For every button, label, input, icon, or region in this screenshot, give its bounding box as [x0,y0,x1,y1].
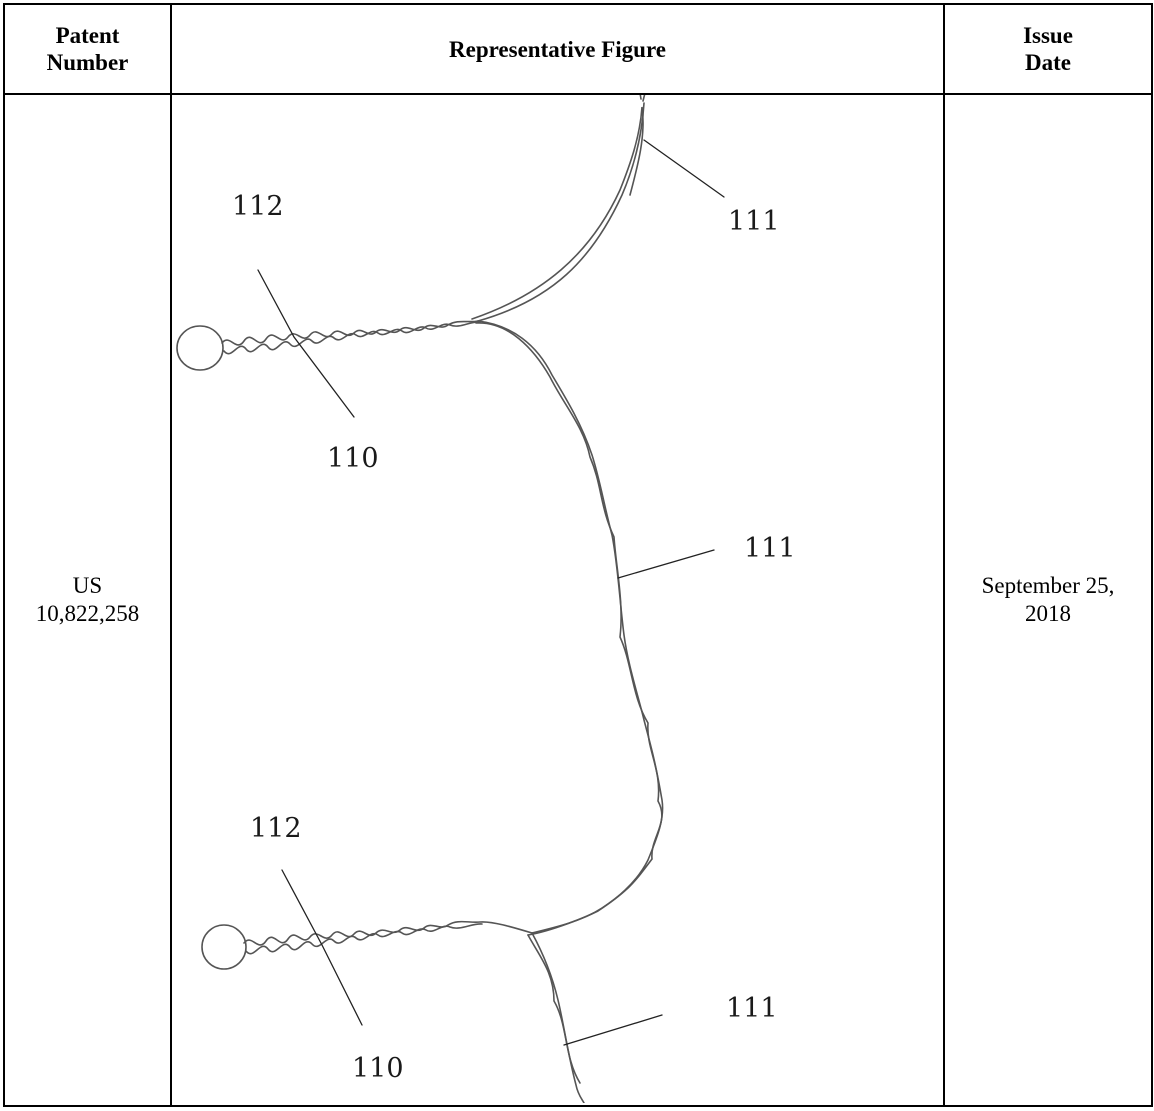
top-branch-strand-b [471,106,644,320]
top-end-strands [639,95,646,102]
ref-label-bottom-112: 112 [250,813,302,844]
header-representative-figure: Representative Figure [170,3,945,95]
leader-line-top-right-111 [643,139,725,198]
bottom-twisted-strand-b [245,923,483,955]
ref-label-bottom-right-111: 111 [726,993,778,1024]
leader-line-top-112-110 [257,269,355,418]
header-row: Patent Number Representative Figure Issu… [3,3,1153,95]
representative-figure-cell: 112 110 111 111 112 110 111 [170,93,945,1107]
ref-label-middle-111: 111 [744,533,796,564]
ref-label-top-112: 112 [232,191,284,222]
top-twisted-strand [221,320,479,346]
header-patent-number: Patent Number [3,3,172,95]
bottom-loop-shape [201,924,247,970]
bottom-branch-strand-b [527,934,581,1084]
ref-label-top-110: 110 [327,443,379,474]
patent-line-drawing: 112 110 111 111 112 110 111 [176,95,796,1103]
header-issue-date: Issue Date [943,3,1153,95]
issue-date-cell: September 25, 2018 [943,93,1153,1107]
patent-number-cell: US 10,822,258 [3,93,172,1107]
top-loop-shape [176,325,224,371]
patent-table: Patent Number Representative Figure Issu… [3,3,1153,1107]
bottom-twisted-strand [243,920,533,946]
leader-line-bottom-112-110 [281,869,363,1026]
right-side-strand-b [475,322,663,936]
top-twisted-strand-b [223,321,481,355]
leader-line-middle-111 [617,549,715,579]
leader-line-bottom-right-111 [563,1014,663,1046]
ref-label-top-right-111: 111 [728,206,780,237]
table-row: US 10,822,258 [3,93,1153,1107]
top-branch-strand [477,102,645,322]
ref-label-bottom-110: 110 [352,1053,404,1084]
